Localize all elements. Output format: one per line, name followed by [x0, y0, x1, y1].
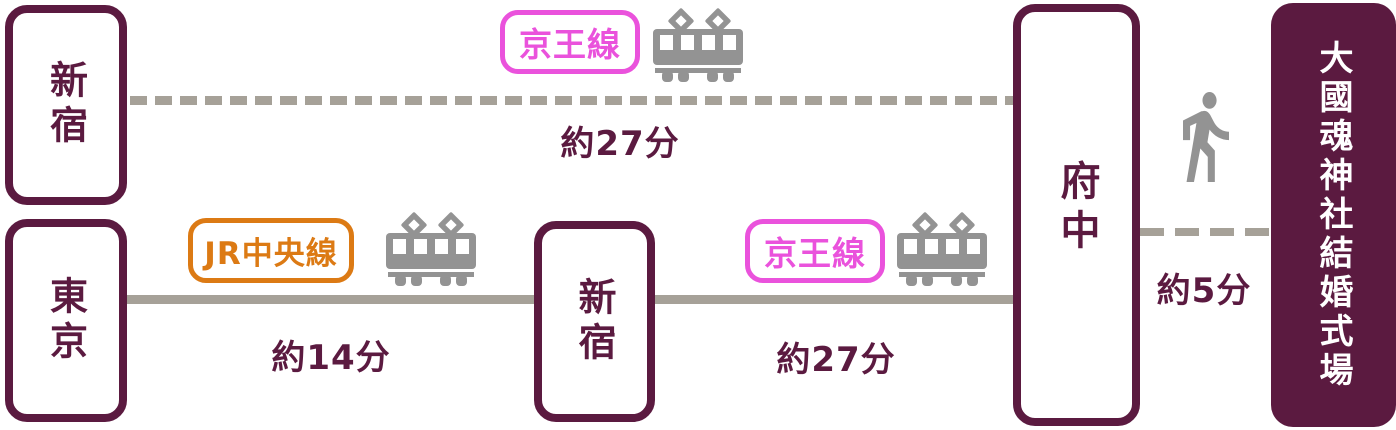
line-badge-keio-bottom-label: 京王線	[764, 234, 866, 273]
station-label-fuchu: 府中	[1053, 160, 1100, 258]
station-label-tokyo: 東京	[43, 275, 88, 366]
station-box-tokyo: 東京	[5, 219, 127, 422]
duration-label-keio-via-shinjuku: 約27分	[776, 340, 896, 380]
line-badge-keio-bottom: 京王線	[745, 219, 885, 283]
station-box-shinjuku-mid: 新宿	[534, 221, 655, 422]
train-icon	[385, 212, 477, 286]
duration-label-jr-chuo: 約14分	[271, 338, 391, 378]
train-icon	[652, 8, 744, 82]
line-badge-jr-chuo-label: JR中央線	[204, 236, 338, 272]
line-badge-keio-top: 京王線	[500, 10, 640, 74]
walk-route-line	[1140, 228, 1271, 236]
station-box-fuchu: 府中	[1013, 4, 1140, 426]
keio-direct-route-line	[130, 96, 1013, 105]
duration-label-keio-direct: 約27分	[560, 124, 680, 164]
line-badge-keio-top-label: 京王線	[519, 25, 621, 64]
station-label-shinjuku-top: 新宿	[43, 60, 88, 150]
station-box-shinjuku-top: 新宿	[5, 5, 127, 205]
duration-label-walk: 約5分	[1156, 271, 1252, 311]
destination-box: 大國魂神社結婚式場	[1271, 3, 1396, 427]
destination-label: 大國魂神社結婚式場	[1313, 39, 1353, 391]
walking-person-icon	[1183, 92, 1229, 182]
station-label-shinjuku-mid: 新宿	[572, 276, 616, 367]
train-icon	[896, 212, 988, 286]
line-badge-jr-chuo: JR中央線	[188, 218, 354, 283]
